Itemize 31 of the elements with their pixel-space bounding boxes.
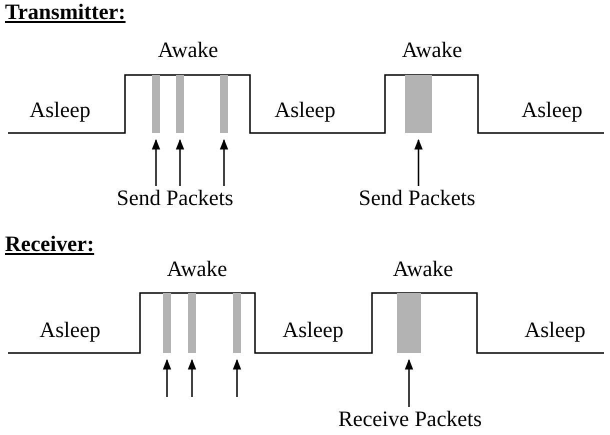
packet-bar bbox=[188, 293, 196, 353]
arrow bbox=[404, 358, 414, 407]
arrow bbox=[188, 358, 196, 397]
state-label: Asleep bbox=[274, 98, 336, 122]
arrow bbox=[152, 138, 160, 186]
state-label: Asleep bbox=[39, 318, 101, 342]
arrow bbox=[232, 358, 242, 397]
section-heading: Transmitter: bbox=[5, 0, 126, 24]
packet-bar bbox=[233, 293, 241, 353]
state-label: Awake bbox=[402, 38, 462, 62]
arrow bbox=[176, 138, 184, 186]
packet-bar bbox=[176, 75, 184, 133]
packet-bar bbox=[397, 293, 421, 353]
packet-bar bbox=[405, 75, 432, 133]
arrow bbox=[162, 358, 172, 397]
packet-label: Send Packets bbox=[116, 186, 234, 210]
state-label: Awake bbox=[158, 38, 218, 62]
state-label: Asleep bbox=[282, 318, 344, 342]
state-label: Awake bbox=[166, 257, 228, 282]
state-label: Asleep bbox=[524, 318, 586, 342]
state-label: Awake bbox=[392, 257, 454, 282]
packet-bar bbox=[152, 75, 160, 133]
arrow bbox=[414, 138, 423, 186]
packet-label: Send Packets bbox=[358, 186, 476, 210]
state-label: Asleep bbox=[29, 98, 91, 122]
arrow bbox=[220, 138, 228, 186]
packet-bar bbox=[163, 293, 171, 353]
packet-bar bbox=[220, 75, 228, 133]
section-heading: Receiver: bbox=[5, 232, 94, 256]
packet-label: Receive Packets bbox=[338, 407, 482, 432]
state-label: Asleep bbox=[521, 98, 583, 122]
